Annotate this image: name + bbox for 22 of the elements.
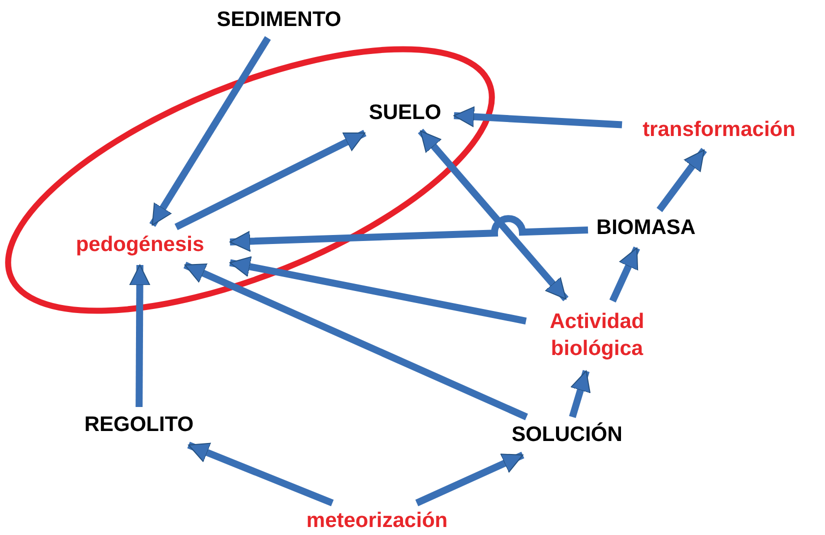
arrow: [184, 262, 528, 420]
term-label: Actividad biológica: [530, 305, 664, 365]
term-label: REGOLITO: [74, 411, 204, 439]
arrow: [149, 36, 271, 227]
arrow: [187, 442, 334, 506]
arrow: [229, 256, 527, 324]
term-label: SUELO: [362, 99, 448, 127]
arrow: [454, 106, 622, 128]
term-label: pedogénesis: [56, 231, 224, 259]
term-label: meteorización: [284, 507, 470, 535]
term-label: SOLUCIÓN: [498, 421, 636, 449]
arrow: [656, 148, 707, 212]
arrow: [174, 130, 366, 230]
term-label: BIOMASA: [592, 214, 700, 242]
arrow: [418, 128, 569, 302]
arrow: [129, 264, 150, 408]
arrow: [230, 215, 588, 252]
arrow: [609, 246, 640, 302]
term-label: transformación: [626, 116, 812, 144]
arrow: [569, 370, 591, 418]
arrow: [415, 452, 524, 506]
term-label: SEDIMENTO: [216, 6, 342, 34]
